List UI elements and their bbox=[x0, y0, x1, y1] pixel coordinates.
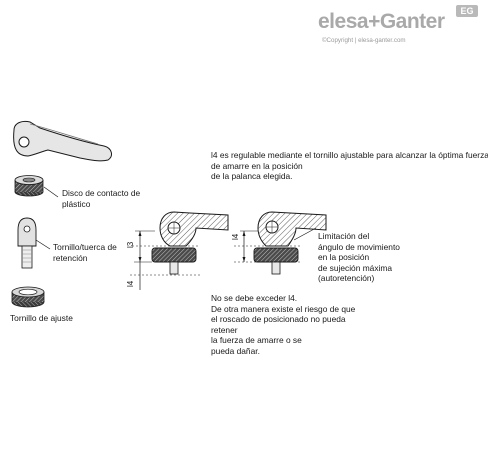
dim-label-l3-view1: l3 bbox=[126, 241, 135, 248]
section-view-1 bbox=[130, 211, 229, 290]
copyright-text: ©Copyright | elesa-ganter.com bbox=[322, 37, 406, 44]
brand-logo: elesa+Ganter bbox=[318, 10, 445, 34]
logo-ganter: Ganter bbox=[379, 10, 445, 33]
limitation-note: Limitación del ángulo de movimiento en l… bbox=[318, 231, 400, 284]
logo-elesa: elesa bbox=[318, 10, 369, 33]
description-line-2: de amarre en la posición bbox=[211, 160, 303, 171]
limitation-line-3: en la posición bbox=[318, 252, 370, 263]
disc-label-line-2: plástico bbox=[62, 198, 91, 209]
section-view-2 bbox=[234, 211, 327, 275]
lever-drawing bbox=[13, 120, 112, 162]
dim-label-l4-view1: l4 bbox=[126, 280, 135, 287]
warning-line-4: retener bbox=[211, 324, 238, 335]
eg-badge: EG bbox=[456, 5, 478, 17]
limitation-line-5: (autoretención) bbox=[318, 273, 375, 284]
screw-label-line-1: Tornillo/tuerca de bbox=[53, 242, 117, 252]
warning-line-3: el roscado de posicionado no pueda bbox=[211, 314, 346, 325]
description-line-3: de la palanca elegida. bbox=[211, 171, 293, 182]
limitation-line-2: ángulo de movimiento bbox=[318, 241, 400, 252]
description-text: l4 es regulable mediante el tornillo aju… bbox=[211, 150, 488, 182]
warning-text: No se debe exceder l4. De otra manera ex… bbox=[211, 293, 355, 357]
limitation-line-1: Limitación del bbox=[318, 231, 370, 241]
screw-label-line-2: retención bbox=[53, 252, 88, 263]
dim-label-l4-view2: l4 bbox=[231, 233, 240, 240]
retention-screw-drawing bbox=[17, 217, 37, 269]
plastic-disc-drawing bbox=[14, 175, 44, 197]
screw-label: Tornillo/tuerca de retención bbox=[53, 242, 117, 263]
disc-label-line-1: Disco de contacto de bbox=[62, 188, 141, 198]
warning-line-1: No se debe exceder l4. bbox=[211, 293, 298, 303]
leader-lines bbox=[35, 186, 59, 250]
adjusting-ring-drawing bbox=[11, 286, 45, 308]
ring-label: Tornillo de ajuste bbox=[10, 313, 73, 323]
warning-line-5: la fuerza de amarre o se bbox=[211, 335, 302, 346]
limitation-line-4: de sujeción máxima bbox=[318, 262, 393, 273]
description-line-1: l4 es regulable mediante el tornillo aju… bbox=[211, 150, 488, 160]
warning-line-6: pueda dañar. bbox=[211, 345, 260, 356]
logo-plus: + bbox=[368, 10, 380, 33]
warning-line-2: De otra manera existe el riesgo de que bbox=[211, 303, 356, 314]
disc-label: Disco de contacto de plástico bbox=[62, 188, 140, 209]
